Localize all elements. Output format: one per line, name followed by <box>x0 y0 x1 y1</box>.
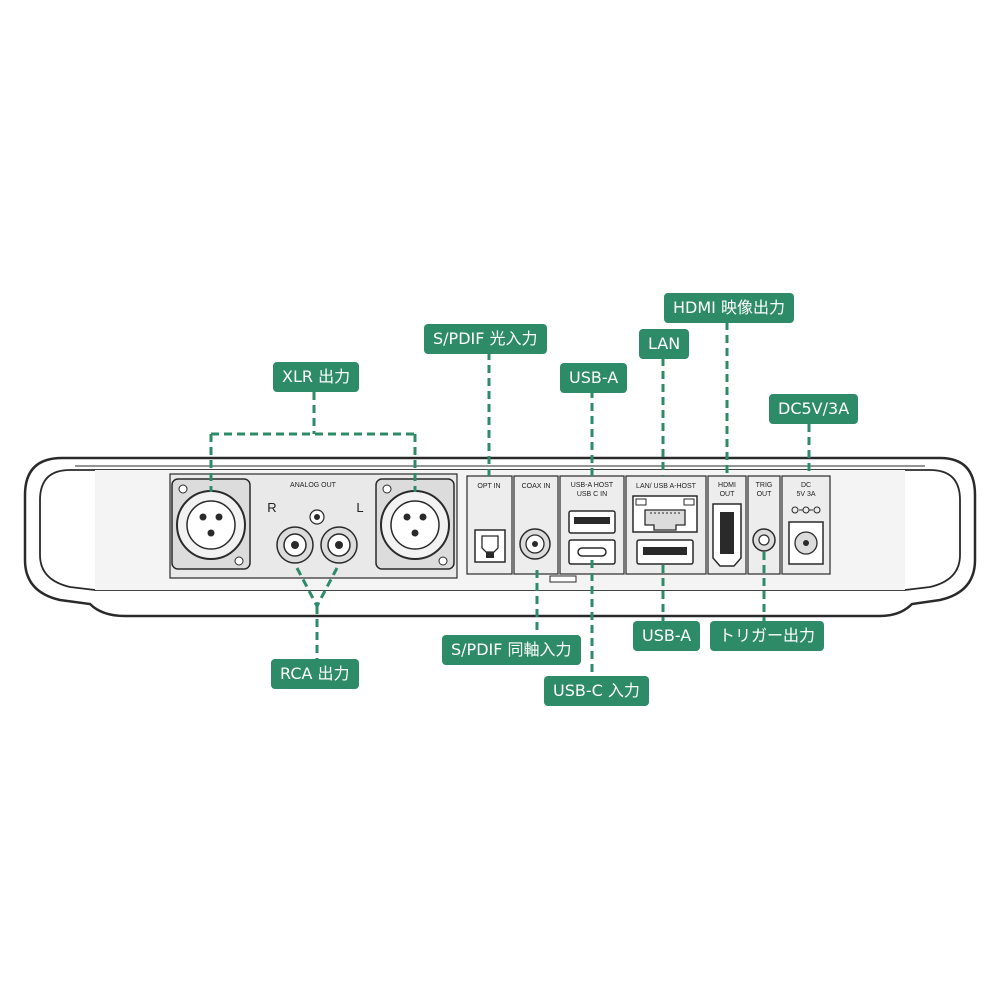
dc-spec-label: 5V 3A <box>796 491 815 498</box>
lan-port <box>632 495 698 533</box>
dc-power-callout: DC5V/3A <box>769 394 859 424</box>
usb-a-host-label: USB-A HOST <box>571 482 614 489</box>
xlr-connector-right <box>171 478 251 570</box>
trig-label: TRIG <box>756 482 773 489</box>
lan-callout: LAN <box>639 329 690 359</box>
hdmi-port <box>712 503 742 567</box>
usb-c-input-callout: USB-C 入力 <box>544 676 649 706</box>
rca-connector-right <box>276 526 314 564</box>
dc-polarity-icon <box>791 506 821 514</box>
ground-screw-icon <box>309 509 325 525</box>
trig-out-label: OUT <box>757 491 773 498</box>
rca-output-callout: RCA 出力 <box>271 659 359 689</box>
channel-r-label: R <box>267 500 276 515</box>
usb-a-bottom-callout: USB-A <box>633 621 701 651</box>
xlr-leader <box>209 392 417 492</box>
chassis-tab <box>549 575 577 583</box>
coax-in-label: COAX IN <box>522 483 551 490</box>
rca-connector-left <box>320 526 358 564</box>
usb-a-top-callout: USB-A <box>560 363 628 393</box>
leader-lines <box>209 322 811 676</box>
coax-port <box>519 528 551 560</box>
usb-a-port-top <box>568 510 616 534</box>
xlr-output-callout: XLR 出力 <box>273 362 360 392</box>
rca-leader <box>295 567 339 660</box>
trig-section <box>747 475 781 575</box>
spdif-optical-callout: S/PDIF 光入力 <box>424 324 547 354</box>
usb-c-port <box>568 539 616 565</box>
dc-label: DC <box>801 482 811 489</box>
spdif-coax-callout: S/PDIF 同軸入力 <box>442 635 581 665</box>
hdmi-output-callout: HDMI 映像出力 <box>664 293 794 323</box>
hdmi-out-label: OUT <box>720 491 736 498</box>
lan-usb-label: LAN/ USB A-HOST <box>636 483 697 490</box>
hdmi-label: HDMI <box>718 482 736 489</box>
channel-l-label: L <box>356 500 363 515</box>
dc-power-jack <box>788 521 824 565</box>
xlr-connector-left <box>375 478 455 570</box>
trigger-output-callout: トリガー出力 <box>710 621 825 651</box>
usb-a-port-bottom <box>636 539 694 565</box>
usb-c-in-label: USB C IN <box>577 491 607 498</box>
opt-in-label: OPT IN <box>477 483 500 490</box>
analog-out-label: ANALOG OUT <box>290 482 337 489</box>
trigger-jack <box>752 528 776 552</box>
optical-port <box>474 529 506 563</box>
